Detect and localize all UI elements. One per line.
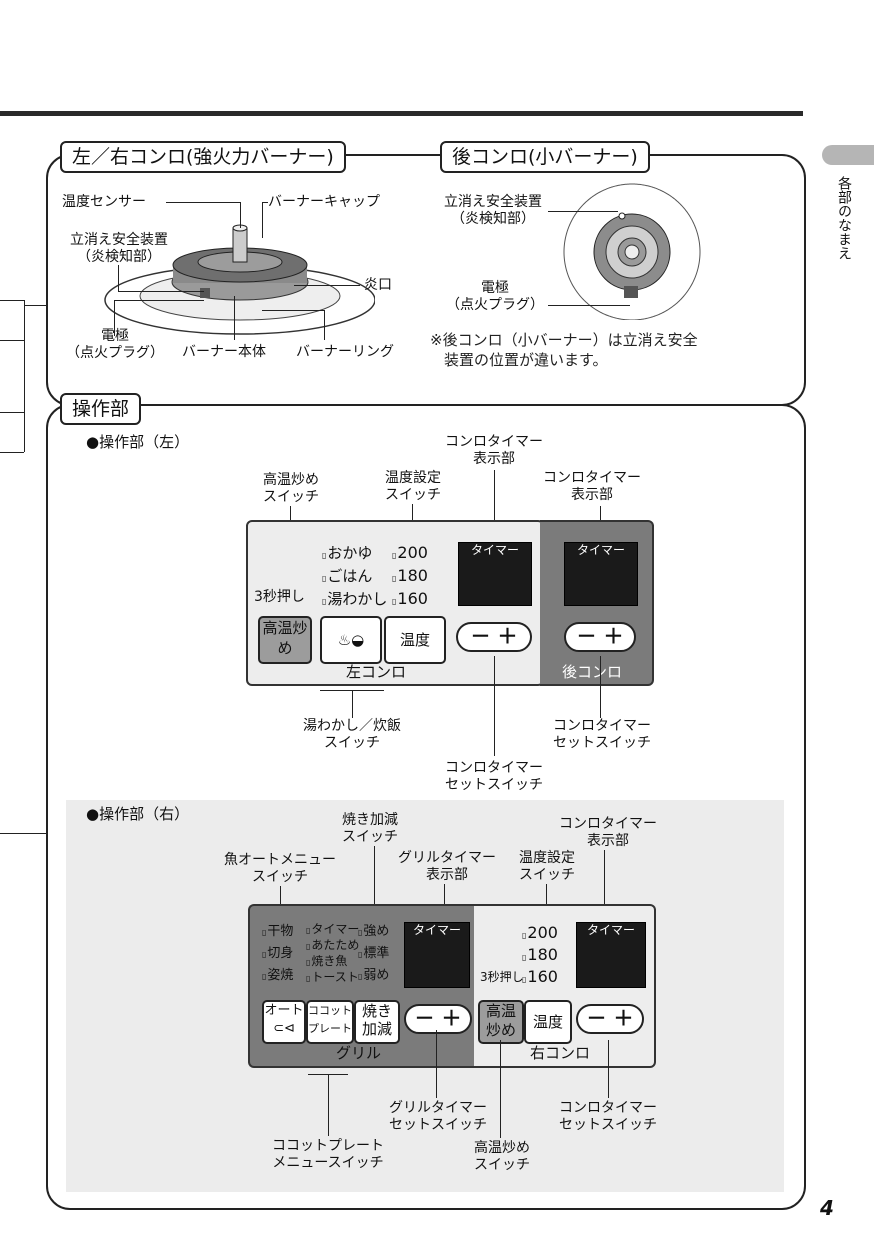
right-temp-button[interactable]: 温度 (524, 1000, 572, 1044)
right-temp-set-callout: 温度設定スイッチ (519, 850, 575, 883)
burner-ring-label: バーナーリング (296, 344, 394, 360)
left-timer-display: タイマー (458, 542, 532, 606)
fish-kirimi: 切身 (262, 946, 293, 962)
cocotte-toast: トースト (306, 970, 358, 986)
rear-burner-name: 後コンロ (562, 663, 623, 681)
cocotte-menu-callout: ココットプレートメニュースイッチ (272, 1138, 384, 1171)
grill-timer-display-callout: グリルタイマー表示部 (398, 850, 496, 883)
right-timer-set-button[interactable]: － ＋ (576, 1004, 644, 1034)
left-burner-name: 左コンロ (346, 663, 407, 681)
temp-180: 180 (392, 567, 428, 588)
port-label: 炎口 (364, 277, 392, 293)
right-temp-200: 200 (522, 924, 558, 945)
bracket-line (0, 300, 24, 301)
grill-adjust-button[interactable]: 焼き加減 (354, 1000, 400, 1044)
flame-safety-label: 立消え安全装置（炎検知部） (70, 232, 168, 265)
header-rule (0, 111, 803, 116)
controls-title: 操作部 (60, 393, 142, 425)
burner-illustration (104, 224, 375, 335)
page-number: 4 (820, 1196, 834, 1220)
right-burner-name: 右コンロ (530, 1044, 591, 1062)
bracket-line (0, 452, 24, 453)
section-tab (822, 145, 874, 165)
electrode-label: 電極（点火プラグ） (66, 328, 164, 361)
right-high-temp-button[interactable]: 高温炒め (478, 1000, 524, 1044)
temp-sensor-label: 温度センサー (62, 194, 146, 210)
burner-cap-label: バーナーキャップ (268, 194, 380, 210)
high-temp-callout: 高温炒めスイッチ (263, 472, 319, 505)
grill-timer-display: タイマー (404, 922, 470, 988)
cocotte-fish: 焼き魚 (306, 954, 347, 970)
temp-200: 200 (392, 544, 428, 565)
grill-timer-set-callout: グリルタイマーセットスイッチ (389, 1100, 487, 1133)
temp-160: 160 (392, 590, 428, 611)
boil-rice-callout: 湯わかし／炊飯スイッチ (303, 718, 401, 751)
rear-flame-safety-label: 立消え安全装置（炎検知部） (444, 194, 542, 227)
burner-body-label: バーナー本体 (182, 344, 266, 360)
right-high-temp-callout: 高温炒めスイッチ (474, 1140, 530, 1173)
left-burner-title: 左／右コンロ(強火力バーナー) (60, 141, 346, 173)
bracket-line (0, 833, 48, 834)
right-temp-180: 180 (522, 946, 558, 967)
mode-okayu: おかゆ (322, 544, 372, 565)
kettle-rice-icon: ♨◒ (337, 631, 365, 649)
bracket-line (24, 305, 48, 306)
right-press-3s: 3秒押し (480, 970, 524, 984)
timer-set-left-callout: コンロタイマーセットスイッチ (445, 760, 543, 793)
bracket-line (0, 340, 24, 341)
right-timer-set-callout: コンロタイマーセットスイッチ (559, 1100, 657, 1133)
fish-sugata: 姿焼 (262, 968, 293, 984)
rear-note: ※後コンロ（小バーナー）は立消え安全 装置の位置が違います。 (430, 331, 698, 369)
bracket-line (24, 300, 25, 452)
right-timer-display: タイマー (576, 922, 646, 988)
cocotte-warm: あたため (306, 938, 359, 954)
left-timer-set-button[interactable]: － ＋ (456, 622, 532, 652)
grill-adjust-callout: 焼き加減スイッチ (342, 812, 398, 845)
high-temp-button[interactable]: 高温炒め (258, 616, 312, 664)
grill-timer-set-button[interactable]: － ＋ (404, 1004, 472, 1034)
temp-button[interactable]: 温度 (384, 616, 446, 664)
temp-set-callout: 温度設定スイッチ (385, 470, 441, 503)
mode-gohan: ごはん (322, 567, 372, 588)
boil-rice-button[interactable]: ♨◒ (320, 616, 382, 664)
rear-electrode-label: 電極（点火プラグ） (446, 280, 544, 313)
left-panel-heading: ●操作部（左） (86, 433, 190, 451)
timer-set-rear-callout: コンロタイマーセットスイッチ (553, 718, 651, 751)
cocotte-timer: タイマー (306, 922, 359, 938)
rear-burner-illustration (563, 183, 701, 320)
timer-display-rear-callout: コンロタイマー表示部 (543, 470, 641, 503)
press-3s-label: 3秒押し (254, 589, 305, 605)
side-tab-label: 各部のなまえ (836, 176, 852, 260)
right-panel-heading: ●操作部（右） (86, 805, 190, 823)
mode-boil: 湯わかし (322, 590, 387, 611)
fish-auto-button[interactable]: オート ⊂⊲ (262, 1000, 306, 1044)
timer-display-left-callout: コンロタイマー表示部 (445, 434, 543, 467)
fish-himono: 干物 (262, 924, 293, 940)
level-strong: 強め (358, 924, 389, 940)
right-timer-display-callout: コンロタイマー表示部 (559, 816, 657, 849)
rear-timer-set-button[interactable]: － ＋ (564, 622, 636, 652)
cocotte-button[interactable]: ココット プレート (306, 1000, 354, 1044)
level-weak: 弱め (358, 968, 389, 984)
bracket-line (0, 412, 24, 413)
fish-menu-callout: 魚オートメニュースイッチ (224, 852, 336, 885)
rear-burner-title: 後コンロ(小バーナー) (440, 141, 650, 173)
rear-timer-display: タイマー (564, 542, 638, 606)
level-standard: 標準 (358, 946, 389, 962)
grill-name: グリル (336, 1044, 382, 1062)
right-temp-160: 160 (522, 968, 558, 989)
fish-icon: ⊂⊲ (273, 1021, 295, 1036)
